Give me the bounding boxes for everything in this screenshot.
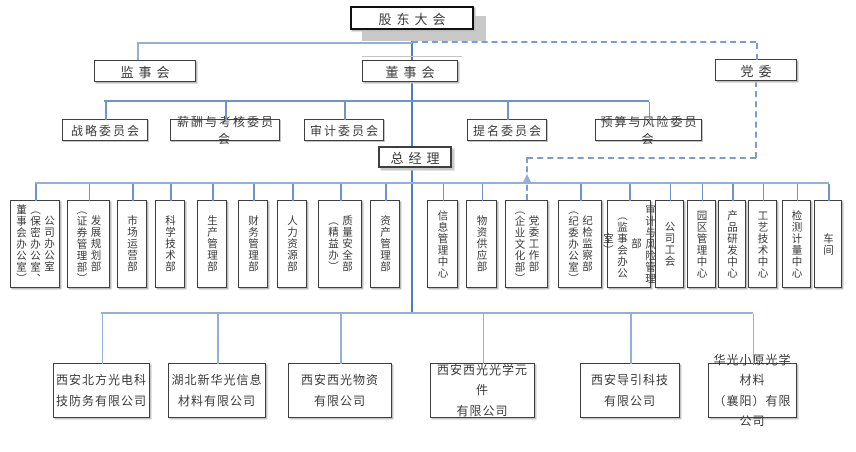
node-general-manager: 总经理 — [378, 146, 452, 168]
connector-party-dashed-h — [412, 41, 756, 43]
node-supervisory-board: 监事会 — [94, 60, 196, 82]
subsidiary-box: 西安西光物资 有限公司 — [288, 314, 392, 418]
department-box: 质量安全部 （精益办） — [318, 184, 362, 288]
connector-board-gm — [411, 81, 413, 147]
department-box: 财务管理部 — [238, 184, 268, 288]
connector-party-dept-dashed-v1 — [755, 81, 757, 158]
node-shareholders-meeting: 股东大会 — [350, 6, 474, 30]
department-label: 资产管理部 — [379, 215, 391, 273]
department-box: 公司工会 — [655, 184, 684, 288]
connector-committees-h — [104, 100, 649, 102]
node-board-of-directors: 董事会 — [362, 60, 458, 82]
department-label: 质量安全部 （精益办） — [327, 215, 353, 273]
node-committee-strategy: 战略委员会 — [62, 102, 148, 141]
department-box-party-work: 党委工作部 （企业文化部） — [505, 200, 548, 288]
node-committee-audit: 审计委员会 — [304, 102, 384, 141]
department-box: 生产管理部 — [197, 184, 227, 288]
department-box: 发展规划部 （证券管理部） — [67, 184, 110, 288]
arrow-up-icon — [523, 174, 531, 182]
connector-supervisory-v — [137, 43, 139, 60]
department-box: 车间 — [814, 184, 842, 288]
department-box: 园区管理中心 — [687, 184, 716, 288]
department-label: 园区管理中心 — [695, 209, 708, 279]
department-box: 工艺技术中心 — [748, 184, 777, 288]
department-label: 发展规划部 （证券管理部） — [75, 203, 102, 285]
department-box: 资产管理部 — [370, 184, 400, 288]
department-label: 检测计量中心 — [790, 209, 803, 279]
connector-subsidiaries-h — [101, 312, 753, 314]
department-box: 审计与风险管理部 （监事会办公室） — [602, 184, 656, 288]
subsidiary-box: 湖北新华光信息 材料有限公司 — [168, 314, 266, 418]
department-label: 生产管理部 — [206, 215, 218, 273]
node-committee-nomination: 提名委员会 — [467, 102, 547, 141]
subsidiary-box: 西安导引科技 有限公司 — [580, 314, 680, 418]
subsidiary-box: 华光小原光学材料 （襄阳）有限公司 — [708, 314, 797, 428]
subsidiary-box: 西安西光光学元件 有限公司 — [430, 314, 535, 418]
department-box: 纪检监察部 （纪委办公室） — [558, 184, 602, 288]
department-label: 公司工会 — [663, 221, 676, 267]
department-label: 审计与风险管理部 （监事会办公室） — [602, 203, 656, 285]
department-box: 市场运营部 — [117, 184, 147, 288]
department-box: 公司办公室 （保密办公室、 董事会办公室） — [10, 184, 60, 288]
node-committee-remuneration: 薪酬与考核委员会 — [170, 102, 280, 146]
connector-shareholders-board — [411, 29, 413, 61]
department-label: 纪检监察部 （纪委办公室） — [567, 203, 593, 285]
department-label: 车间 — [822, 232, 834, 256]
connector-supervisory-h — [137, 42, 412, 44]
department-label: 党委工作部 （企业文化部） — [513, 203, 540, 285]
department-label: 信息管理中心 — [436, 209, 449, 279]
department-label: 科学技术部 — [164, 215, 176, 273]
department-box: 科学技术部 — [155, 184, 185, 288]
node-committee-budget-risk: 预算与风险委员会 — [595, 102, 702, 146]
node-party-committee: 党委 — [715, 43, 797, 81]
department-box: 产品研发中心 — [718, 184, 746, 288]
department-label: 市场运营部 — [126, 215, 138, 273]
connector-gm-subsidiaries — [411, 168, 413, 314]
subsidiary-box: 西安北方光电科 技防务有限公司 — [53, 314, 150, 418]
department-label: 财务管理部 — [247, 215, 259, 273]
department-label: 工艺技术中心 — [756, 209, 769, 279]
department-box: 检测计量中心 — [782, 184, 811, 288]
department-label: 产品研发中心 — [726, 209, 738, 279]
department-box: 信息管理中心 — [427, 184, 458, 288]
department-box: 人力资源部 — [277, 184, 307, 288]
department-box: 物资供应部 — [466, 184, 497, 288]
department-label: 物资供应部 — [475, 215, 488, 273]
divider-line — [362, 56, 462, 57]
department-label: 人力资源部 — [286, 215, 298, 273]
department-label: 公司办公室 （保密办公室、 董事会办公室） — [15, 203, 55, 285]
connector-party-dept-dashed-h — [527, 157, 756, 159]
connector-departments-h — [35, 182, 829, 184]
